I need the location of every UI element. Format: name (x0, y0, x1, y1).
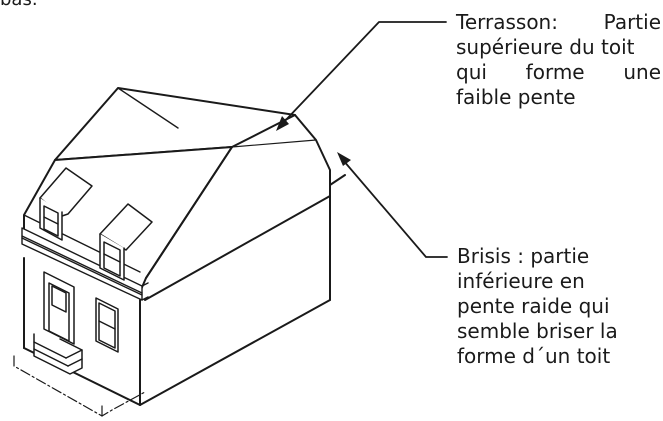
leader-brisis (337, 152, 448, 258)
dormer-right (99, 203, 153, 281)
terrasson-line-2: supérieure du toit (456, 35, 635, 59)
terrasson-line-4: faible pente (456, 85, 576, 109)
brisis-line-3: pente raide qui (457, 294, 610, 318)
ground-outline (13, 355, 146, 417)
brisis-line-1: Brisis : partie (457, 244, 590, 268)
brisis-callout: Brisis : partie inférieure en pente raid… (457, 244, 662, 369)
brisis-line-2: inférieure en (457, 269, 585, 293)
dormer-left (39, 167, 93, 241)
terrasson-line-1: Terrasson:Partie (456, 10, 661, 34)
top-fragment-text: bas. (0, 0, 38, 12)
leader-terrasson (276, 21, 447, 131)
brisis-line-5: forme d´un toit (457, 344, 611, 368)
front-door (43, 271, 75, 345)
front-steps (33, 333, 83, 375)
front-window (95, 297, 119, 353)
brisis-line-4: semble briser la (457, 319, 618, 343)
cornice (21, 227, 149, 301)
